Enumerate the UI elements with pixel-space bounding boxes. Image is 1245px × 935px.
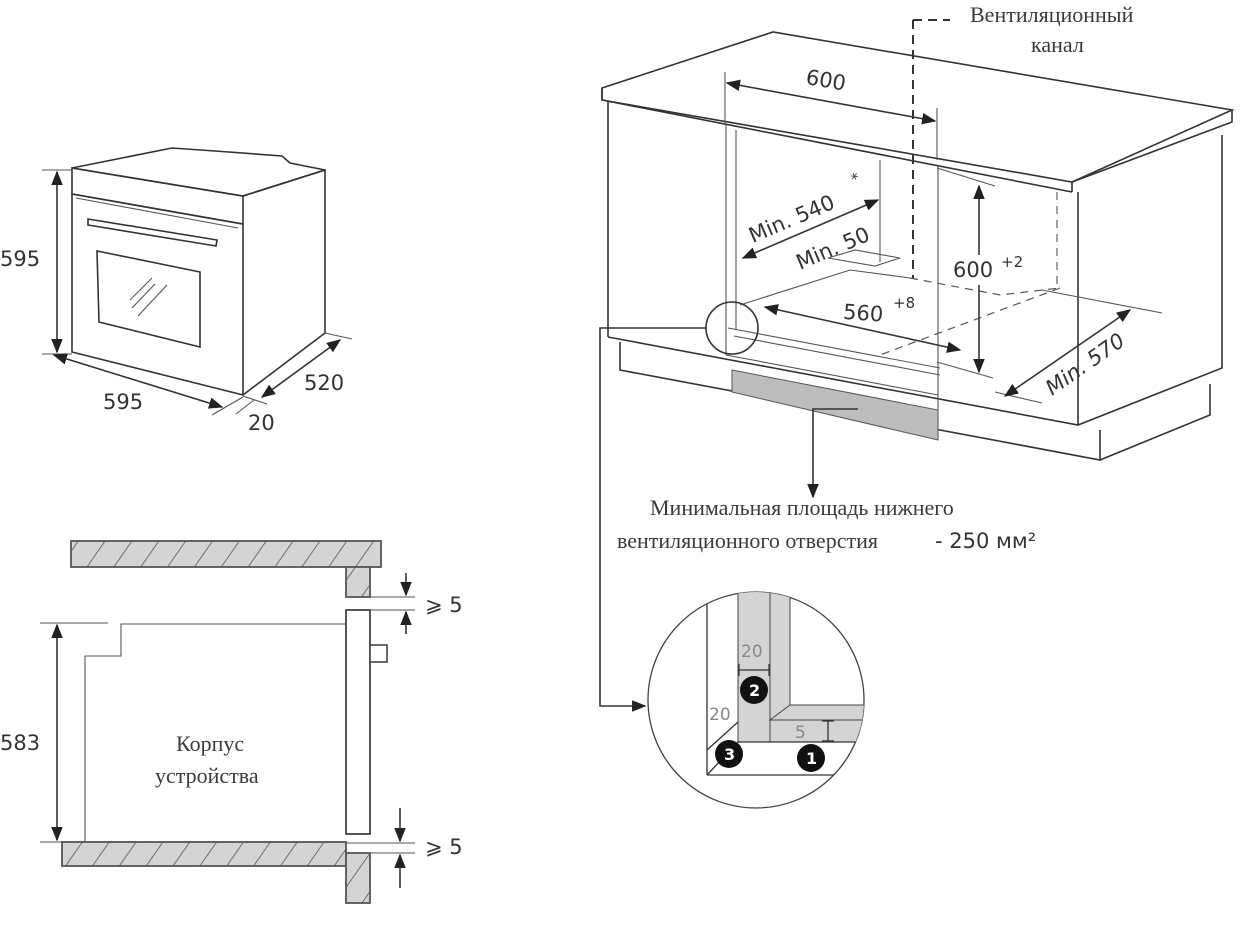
niche-width-tolerance: +8 (893, 294, 915, 312)
detail-label-top: 20 (741, 642, 763, 662)
oven-handle (87, 218, 218, 247)
vent-opening-value: - 250 мм² (935, 529, 1036, 553)
cabinet-width-label: 600 (804, 65, 848, 96)
niche-depth-note: * (848, 169, 862, 189)
vent-channel-label-line2: канал (1031, 32, 1084, 57)
badge-3 (715, 740, 743, 768)
section-height-label: 583 (0, 731, 40, 755)
oven-side (242, 168, 326, 396)
niche-height-tolerance: +2 (1001, 253, 1023, 271)
body-label-line1: Корпус (176, 731, 244, 756)
niche-height-label: 600 (953, 258, 993, 282)
svg-text:2: 2 (749, 681, 760, 700)
oven-control-panel (71, 167, 244, 225)
vent-channel-label-line1: Вентиляционный (970, 2, 1134, 27)
oven-3d-view: 595 595 520 20 (0, 147, 353, 435)
countertop (601, 31, 1235, 183)
detail-magnified-view: 20 20 5 1 2 3 (647, 591, 865, 809)
appliance-front-panel (345, 609, 371, 835)
appliance-knob (369, 644, 388, 663)
vent-leader-line (807, 408, 858, 499)
top-gap-label: ⩾ 5 (425, 593, 463, 617)
vent-opening (731, 369, 939, 441)
svg-text:3: 3 (724, 745, 735, 764)
oven-window (96, 250, 201, 349)
cabinet-3d-view: 600 Min. 540 * Min. 50 600 +2 560 +8 Min… (599, 2, 1235, 712)
svg-text:1: 1 (806, 749, 817, 768)
oven-depth-label: 520 (304, 371, 344, 395)
section-view: 583 ⩾ 5 ⩾ 5 Корпус устройства (0, 540, 463, 904)
upper-front-strip (345, 566, 371, 598)
vent-opening-label-line1: Минимальная площадь нижнего (650, 495, 954, 520)
body-label-line2: устройства (155, 763, 259, 788)
badge-1 (797, 744, 825, 772)
rear-gap-label: Min. 50 (793, 222, 874, 274)
cabinet-depth-label: Min. 570 (1041, 328, 1129, 400)
lower-shelf (61, 841, 347, 867)
badge-2 (740, 676, 768, 704)
lower-front-strip (345, 852, 371, 904)
oven-width-label: 595 (103, 390, 143, 414)
vent-opening-label-line2: вентиляционного отверстия (617, 528, 878, 553)
detail-leader-line (599, 327, 706, 712)
oven-front-label: 20 (248, 411, 275, 435)
oven-height-label: 595 (0, 247, 40, 271)
bottom-gap-label: ⩾ 5 (425, 835, 463, 859)
detail-callout-circle (705, 301, 759, 355)
appliance-body-outline (84, 623, 345, 842)
detail-label-left: 20 (709, 705, 731, 725)
niche-width-label: 560 (842, 300, 884, 327)
detail-label-gap: 5 (795, 723, 806, 743)
upper-shelf (70, 540, 382, 568)
